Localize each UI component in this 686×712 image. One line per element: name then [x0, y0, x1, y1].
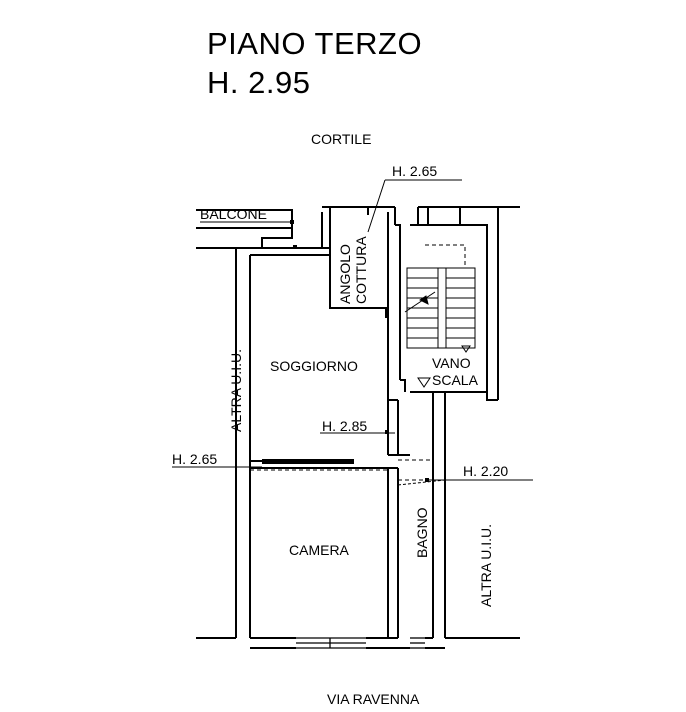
floor-title: PIANO TERZO: [207, 26, 423, 61]
partition-bar: [262, 459, 354, 464]
label-height-angolo: H. 2.65: [392, 163, 437, 179]
label-altra-right: ALTRA U.I.U.: [478, 524, 494, 607]
dimension-lines: [172, 179, 533, 486]
label-angolo: ANGOLO: [337, 244, 353, 304]
floor-height: H. 2.95: [207, 65, 311, 100]
label-cottura: COTTURA: [353, 236, 369, 304]
label-soggiorno: SOGGIORNO: [270, 358, 358, 374]
label-balcone: BALCONE: [200, 206, 267, 222]
walls: [196, 206, 520, 649]
windows: [296, 637, 425, 649]
label-bagno: BAGNO: [414, 507, 430, 558]
label-vano: VANO: [432, 355, 471, 371]
label-height-220: H. 2.20: [463, 463, 508, 479]
label-via-ravenna: VIA RAVENNA: [327, 691, 420, 707]
markers: [290, 220, 429, 482]
label-camera: CAMERA: [289, 542, 350, 558]
stairs: [404, 244, 476, 388]
label-height-265: H. 2.65: [172, 451, 217, 467]
label-altra-left: ALTRA U.I.U.: [228, 349, 244, 432]
label-cortile: CORTILE: [311, 131, 371, 147]
label-scala: SCALA: [432, 372, 479, 388]
label-height-285: H. 2.85: [322, 418, 367, 434]
